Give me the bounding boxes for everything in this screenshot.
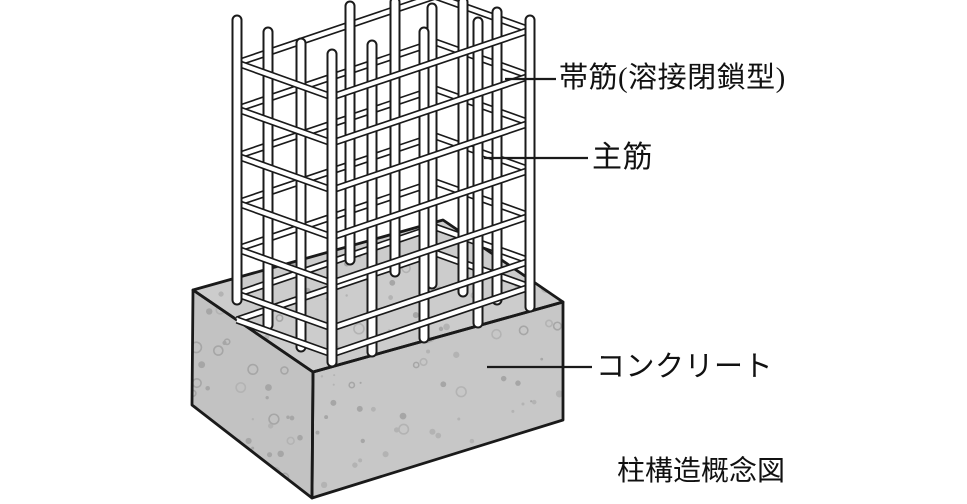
label-concrete: コンクリート [596, 351, 774, 383]
diagram-caption: 柱構造概念図 [617, 456, 786, 487]
label-main-bar: 主筋 [592, 141, 653, 174]
main-bars-corners [231, 14, 536, 368]
label-hoop-tie: 帯筋(溶接閉鎖型) [559, 62, 786, 94]
leader-lines [484, 77, 592, 369]
main-bars-front-mid [262, 16, 484, 358]
